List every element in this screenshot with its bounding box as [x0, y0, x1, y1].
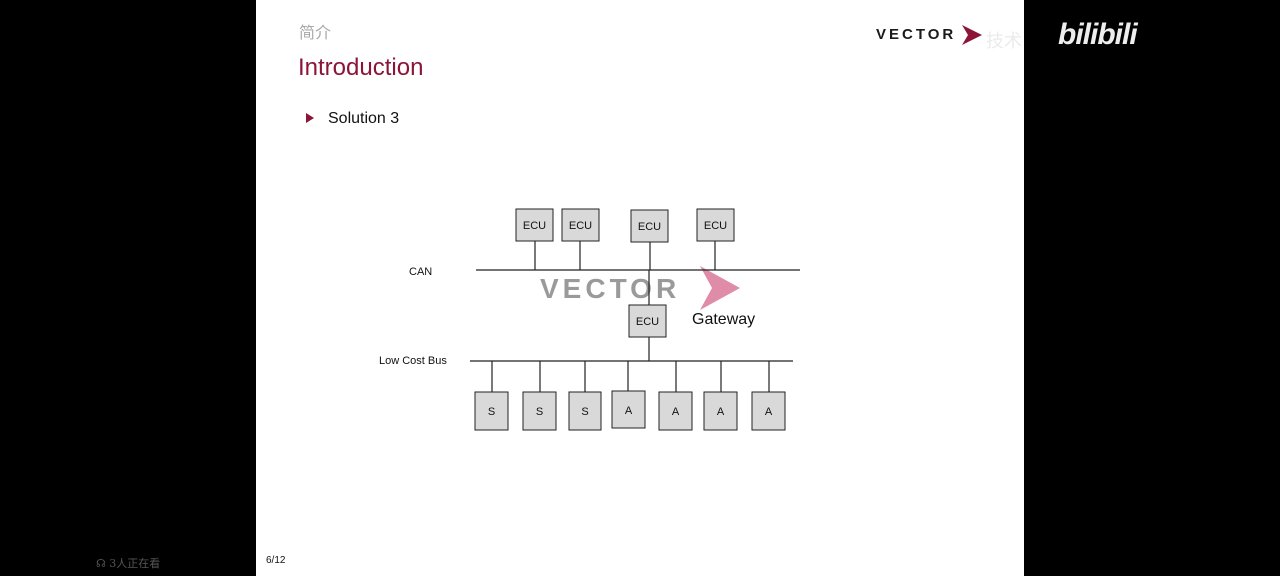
vector-logo-text: VECTOR — [876, 26, 957, 43]
ecu-label: ECU — [523, 220, 546, 232]
bullet-text: Solution 3 — [328, 110, 400, 127]
vector-logo: VECTOR — [876, 25, 982, 45]
bilibili-logo: bilibili — [1058, 18, 1138, 51]
sensor-box — [568, 391, 602, 431]
ecu-box — [515, 208, 554, 242]
actuator-box — [703, 391, 738, 431]
sensor-box — [522, 391, 557, 431]
can-label: CAN — [409, 266, 432, 278]
ecu-label: ECU — [569, 220, 592, 232]
node-label: A — [672, 406, 680, 418]
gateway-ecu-label: ECU — [636, 316, 659, 328]
node-label: A — [625, 405, 633, 417]
slide-subtitle: 简介 — [299, 23, 332, 42]
node-label: S — [581, 406, 588, 418]
ecu-label: ECU — [638, 221, 661, 233]
gateway-label: Gateway — [692, 311, 755, 328]
watermark-text: 技术 — [986, 31, 1022, 52]
sensor-box — [474, 391, 509, 431]
actuator-box — [611, 390, 646, 429]
gateway-ecu-box — [628, 304, 667, 338]
headphone-icon: ☊ — [96, 557, 106, 570]
actuator-box — [751, 391, 786, 431]
diagram-watermark-arrow-icon — [700, 266, 740, 310]
slide-title: Introduction — [298, 54, 424, 81]
ecu-label: ECU — [704, 220, 727, 232]
node-group: S S S A A A A — [474, 361, 786, 431]
viewer-count: ☊ 3人正在看 — [96, 555, 160, 571]
node-label: A — [717, 406, 725, 418]
vector-logo-arrow-icon — [962, 25, 982, 45]
node-label: S — [536, 406, 543, 418]
bullet-triangle-icon — [306, 113, 314, 123]
node-label: S — [488, 406, 495, 418]
diagram-watermark-text: VECTOR — [540, 273, 680, 304]
slide — [256, 0, 1024, 576]
low-cost-bus-label: Low Cost Bus — [379, 355, 447, 367]
bullet-item: Solution 3 — [306, 110, 399, 128]
ecu-box — [696, 208, 735, 242]
page-number: 6/12 — [266, 555, 286, 566]
ecu-box — [630, 209, 669, 243]
node-label: A — [765, 406, 773, 418]
ecu-box — [561, 208, 600, 242]
actuator-box — [658, 391, 693, 431]
viewer-count-text: 3人正在看 — [109, 557, 161, 570]
top-ecu-group: ECU ECU ECU ECU — [515, 208, 735, 270]
